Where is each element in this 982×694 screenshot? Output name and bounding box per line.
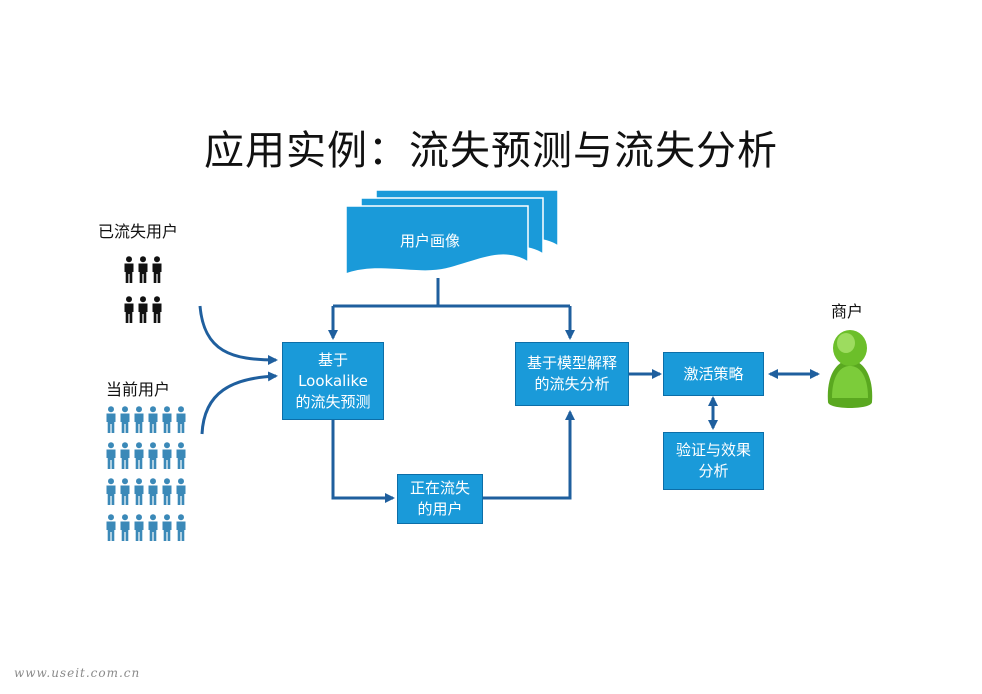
verify-box-line-1: 验证与效果 bbox=[675, 441, 751, 459]
verify-box-line-2: 分析 bbox=[698, 462, 729, 480]
churned-users-label: 已流失用户 bbox=[98, 222, 179, 241]
verification-analysis-box: 验证与效果 分析 bbox=[663, 432, 764, 490]
churning-box-line-2: 的用户 bbox=[417, 500, 463, 518]
model-box-line-1: 基于模型解释 bbox=[526, 354, 617, 372]
model-box-line-2: 的流失分析 bbox=[534, 375, 610, 393]
lookalike-to-churning-arrow bbox=[331, 420, 395, 503]
churning-users-box: 正在流失 的用户 bbox=[397, 474, 483, 524]
user-profile-document-stack bbox=[345, 189, 559, 276]
merchant-label: 商户 bbox=[831, 302, 864, 321]
churning-to-model-arrow bbox=[483, 410, 575, 500]
lookalike-box-line-1: 基于 bbox=[317, 350, 348, 369]
model-explanation-analysis-box: 基于模型解释 的流失分析 bbox=[515, 342, 629, 406]
current-users-to-lookalike-arrow bbox=[200, 371, 278, 435]
current-users-label: 当前用户 bbox=[106, 380, 171, 399]
user-profile-label: 用户画像 bbox=[400, 232, 461, 250]
lookalike-box-line-3: 的流失预测 bbox=[295, 392, 371, 411]
page-title: 应用实例：流失预测与流失分析 bbox=[204, 128, 778, 174]
churning-box-line-1: 正在流失 bbox=[409, 479, 470, 497]
churned-users-to-lookalike-arrow bbox=[198, 305, 278, 365]
activation-strategy-box: 激活策略 bbox=[663, 352, 764, 396]
lookalike-box-line-2: Lookalike bbox=[298, 371, 368, 390]
lookalike-prediction-box: 基于 Lookalike 的流失预测 bbox=[282, 342, 384, 420]
churned-users-person-icon-group bbox=[124, 256, 162, 323]
merchant-user-icon bbox=[827, 330, 873, 408]
current-users-person-icon-group bbox=[106, 406, 186, 541]
watermark-text: www.useit.com.cn bbox=[14, 666, 141, 680]
profile-split-connector bbox=[333, 278, 570, 308]
activation-box-label: 激活策略 bbox=[683, 364, 744, 383]
